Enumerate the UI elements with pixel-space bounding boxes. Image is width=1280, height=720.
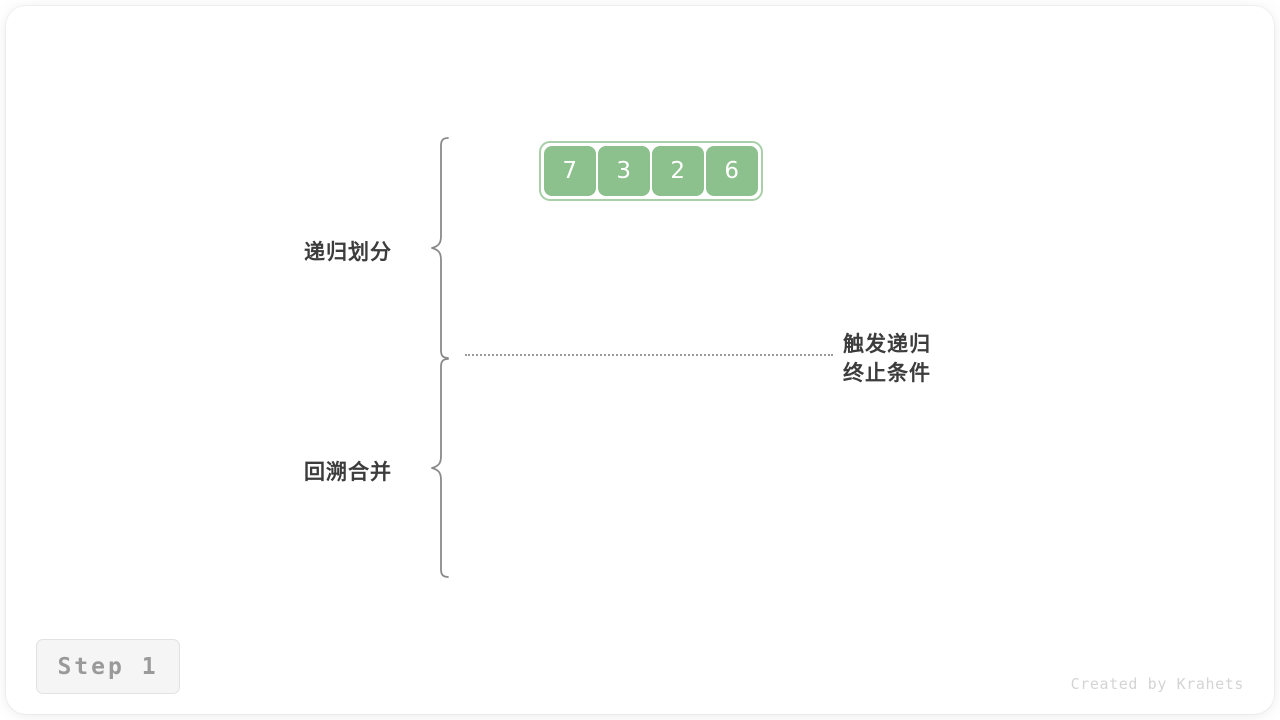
step-badge: Step 1	[36, 639, 180, 694]
recursion-boundary-divider	[465, 354, 833, 356]
card-frame	[6, 6, 1274, 714]
array-cell: 3	[598, 146, 650, 196]
termination-annotation-line2: 终止条件	[843, 361, 931, 385]
array-cell: 6	[706, 146, 758, 196]
termination-annotation: 触发递归 终止条件	[843, 330, 931, 388]
array-cell: 2	[652, 146, 704, 196]
divide-brace-icon	[431, 137, 449, 359]
merge-brace-icon	[431, 358, 449, 578]
section-label-divide: 递归划分	[304, 240, 392, 264]
termination-annotation-line1: 触发递归	[843, 332, 931, 356]
section-label-merge: 回溯合并	[304, 460, 392, 484]
credit-text: Created by Krahets	[1070, 675, 1244, 693]
array-container: 7 3 2 6	[539, 141, 763, 201]
array-cell: 7	[544, 146, 596, 196]
